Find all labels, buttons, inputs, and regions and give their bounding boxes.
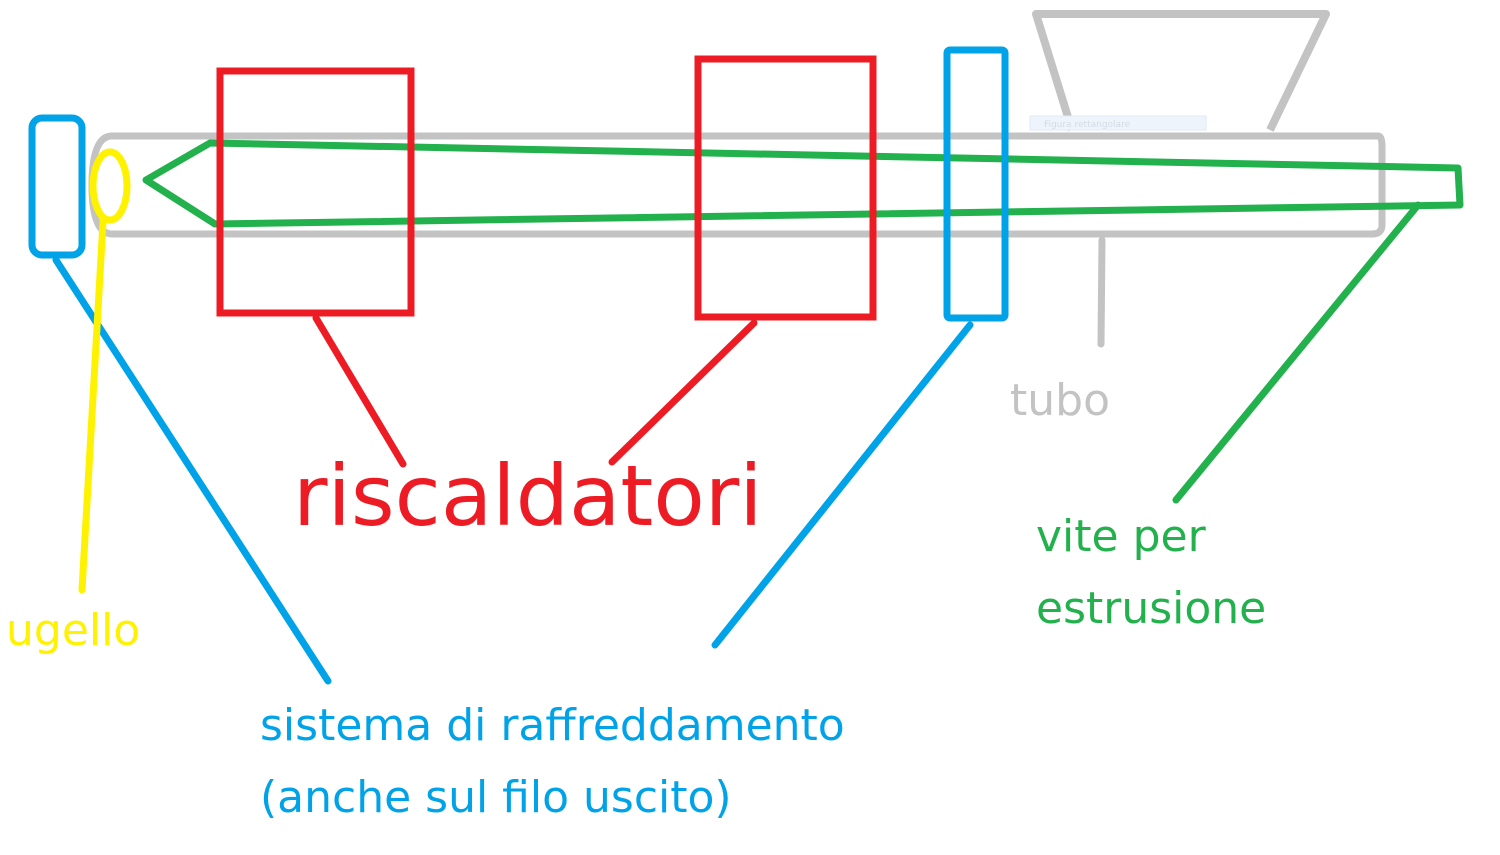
faint-tooltip-text: Figura rettangolare [1044, 120, 1131, 130]
screw-label-line-1: vite per [1036, 511, 1206, 562]
heater-2-pointer-line [608, 319, 758, 466]
cooling-label-line-2: (anche sul filo uscito) [260, 772, 732, 823]
cooling-pointer-line-left [52, 256, 332, 685]
heater-1-pointer-line [312, 314, 407, 468]
screw-label: vite per estrusione [1036, 501, 1266, 645]
screw-pointer-line [1172, 201, 1422, 504]
hopper [1032, 10, 1330, 132]
nozzle-pointer-line [78, 218, 107, 594]
screw-label-line-2: estrusione [1036, 583, 1267, 634]
heater-2 [694, 55, 877, 321]
nozzle [89, 148, 131, 224]
nozzle-label: ugello [6, 605, 141, 656]
tube-label: tubo [1010, 375, 1110, 426]
cooling-element-nozzle [28, 114, 86, 259]
tube-pointer-line [1097, 236, 1106, 348]
cooling-pointer-line-right [711, 321, 974, 649]
extrusion-screw [142, 139, 1464, 228]
heaters-label: riscaldatori [293, 447, 763, 545]
cooling-element-barrel [943, 46, 1009, 322]
faint-tooltip [1029, 115, 1207, 131]
cooling-label: sistema di raffreddamento (anche sul fil… [260, 690, 845, 834]
cooling-label-line-1: sistema di raffreddamento [260, 700, 845, 751]
heater-1 [216, 67, 415, 317]
